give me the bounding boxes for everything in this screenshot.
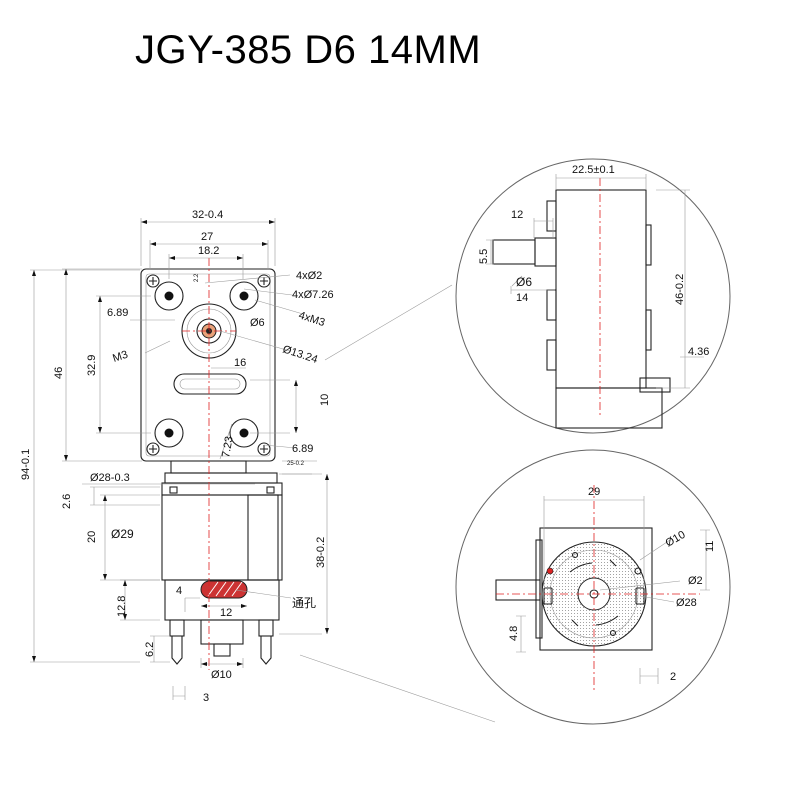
dim-2-6: 2.6 — [61, 494, 73, 509]
side-gearbox — [555, 189, 647, 389]
side-shaft-collar — [534, 237, 557, 267]
side-dim-5-5: 5.5 — [478, 249, 490, 264]
dim-12: 12 — [220, 607, 232, 619]
side-dim-14: 14 — [516, 292, 528, 304]
dim-38: 38-0.2 — [315, 537, 327, 568]
dim-2-2: 2.2 — [194, 273, 200, 282]
dim-7-23: 7.23 — [220, 435, 236, 458]
bottom-dim-d10: Ø10 — [664, 529, 688, 550]
dim-6-2: 6.2 — [144, 642, 156, 657]
dim-d28: Ø28-0.3 — [90, 472, 130, 484]
dim-holes-d7-26: 4xØ7.26 — [292, 289, 334, 301]
dim-32-9: 32.9 — [86, 355, 98, 376]
dim-4xm3: 4xM3 — [297, 309, 326, 329]
dim-94: 94-0.1 — [20, 449, 32, 480]
dim-holes-d2: 4xØ2 — [296, 270, 322, 282]
bottom-view-detail: 29 Ø10 11 Ø2 Ø28 4.8 2 — [455, 449, 731, 725]
dim-4: 4 — [176, 585, 182, 597]
dim-d29: Ø29 — [111, 527, 134, 541]
gearbox-plate-inner — [145, 273, 271, 457]
gearbox-plate — [140, 268, 276, 462]
dim-3: 3 — [203, 692, 209, 704]
dim-6-89-bot: 6.89 — [292, 443, 313, 455]
motor-terminals — [169, 619, 274, 665]
front-view: 32-0.4 27 18.2 2.2 4xØ2 4xØ7.26 4xM3 6.8… — [20, 209, 334, 704]
dim-20: 20 — [86, 531, 98, 543]
bottom-dim-11: 11 — [704, 541, 716, 552]
dim-6-89-top: 6.89 — [107, 307, 128, 319]
side-dim-d6: Ø6 — [516, 275, 532, 289]
corner-screw-br — [257, 442, 271, 456]
through-hole-label: 通孔 — [292, 596, 316, 610]
side-dim-4-36: 4.36 — [688, 346, 709, 358]
through-hole — [200, 580, 248, 599]
bottom-dim-d28: Ø28 — [676, 597, 697, 609]
side-dim-22-5: 22.5±0.1 — [572, 164, 615, 176]
drawing-title: JGY-385 D6 14MM — [135, 28, 482, 72]
bottom-dim-d2: Ø2 — [688, 575, 703, 587]
dim-18-2: 18.2 — [198, 245, 219, 257]
dim-d6: Ø6 — [250, 317, 265, 329]
side-dim-46: 46-0.2 — [674, 274, 686, 305]
bottom-dim-2: 2 — [670, 671, 676, 683]
dim-27: 27 — [201, 231, 213, 243]
mount-boss-bl — [154, 418, 184, 448]
dim-16: 16 — [234, 357, 246, 369]
leader-to-side-view — [324, 284, 453, 361]
dim-12-8: 12.8 — [116, 596, 128, 617]
mount-boss-tl — [154, 281, 184, 311]
mount-boss-tr — [229, 281, 259, 311]
motor-neck — [170, 460, 247, 474]
dim-32: 32-0.4 — [192, 209, 223, 221]
leader-to-bottom-view — [299, 654, 496, 723]
bottom-dim-29: 29 — [588, 486, 600, 498]
dim-46: 46 — [53, 367, 65, 379]
corner-screw-tr — [257, 274, 271, 288]
bottom-dim-4-8: 4.8 — [508, 626, 520, 641]
side-dim-12: 12 — [511, 209, 523, 221]
dim-d10: Ø10 — [211, 669, 232, 681]
plate-slot — [173, 373, 247, 395]
bottom-view-circle — [455, 449, 731, 725]
side-shaft — [492, 239, 536, 265]
side-view-detail: 22.5±0.1 12 5.5 Ø6 14 46-0.2 4.36 — [455, 158, 731, 434]
side-view-circle — [455, 158, 731, 434]
dim-d13-24: Ø13.24 — [281, 343, 319, 366]
corner-screw-tl — [146, 274, 160, 288]
dim-25: 25-0.2 — [287, 461, 305, 467]
dim-10: 10 — [319, 394, 331, 406]
bottom-shaft — [495, 579, 541, 601]
dim-m3: M3 — [111, 349, 129, 365]
corner-screw-bl — [146, 442, 160, 456]
